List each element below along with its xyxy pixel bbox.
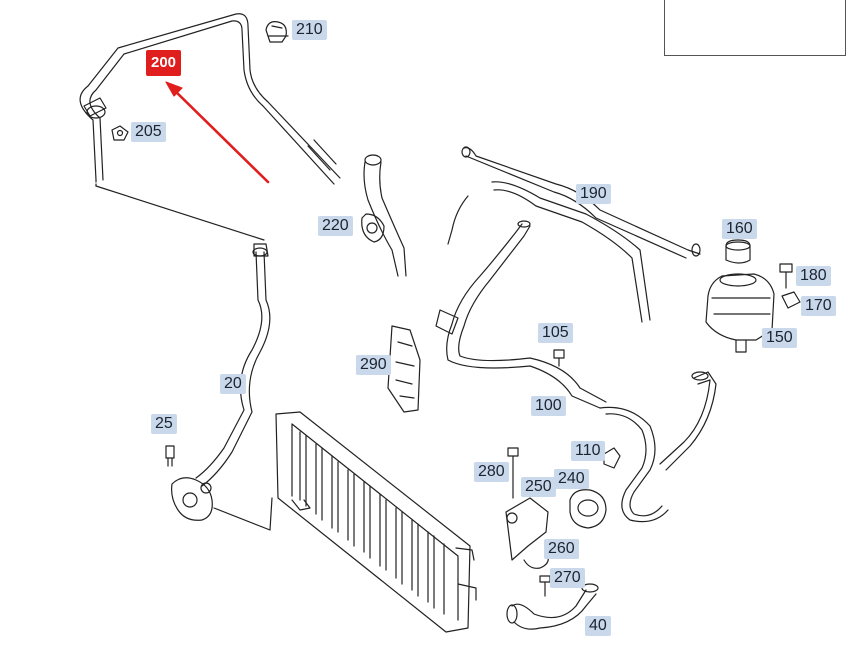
label-40[interactable]: 40 [585, 616, 611, 636]
label-190[interactable]: 190 [576, 184, 611, 204]
label-20[interactable]: 20 [220, 374, 246, 394]
bracket-290 [387, 325, 421, 413]
hose-20 [195, 243, 271, 487]
label-110[interactable]: 110 [571, 441, 605, 461]
bracket-250 [505, 497, 549, 561]
highlight-arrow [165, 81, 270, 184]
hose-100 [435, 220, 607, 409]
expansion-tank-150 [705, 273, 775, 353]
leader-line [95, 185, 265, 241]
label-210[interactable]: 210 [292, 20, 327, 40]
bolt-105 [553, 349, 565, 367]
clamp-260 [523, 555, 549, 569]
label-290[interactable]: 290 [356, 355, 391, 375]
label-105[interactable]: 105 [538, 323, 573, 343]
bolt-270 [539, 575, 551, 597]
clip-110 [603, 447, 621, 469]
label-200[interactable]: 200 [146, 50, 182, 76]
label-240[interactable]: 240 [554, 469, 589, 489]
hose-40 [506, 583, 599, 630]
bolt-280 [507, 447, 519, 499]
clip-205 [111, 125, 129, 141]
hose-220 [361, 154, 407, 277]
pipes-190 [447, 146, 701, 323]
hose-100-branch [599, 371, 717, 523]
thumbnail-frame [664, 0, 846, 56]
label-250[interactable]: 250 [521, 477, 556, 497]
label-25[interactable]: 25 [151, 414, 177, 434]
cap-160 [725, 239, 751, 264]
label-170[interactable]: 170 [801, 296, 836, 316]
label-160[interactable]: 160 [722, 219, 757, 239]
label-100[interactable]: 100 [531, 396, 566, 416]
label-270[interactable]: 270 [550, 568, 585, 588]
label-150[interactable]: 150 [762, 328, 797, 348]
housing-20 [171, 477, 213, 521]
label-280[interactable]: 280 [474, 462, 509, 482]
pump-240 [569, 489, 607, 529]
screw-180 [779, 263, 793, 289]
sensor-25 [165, 445, 175, 467]
label-220[interactable]: 220 [318, 216, 353, 236]
label-260[interactable]: 260 [544, 539, 579, 559]
radiator [275, 411, 477, 633]
hose-200 [79, 13, 341, 189]
leader-line [213, 497, 273, 531]
bracket-170 [781, 291, 801, 309]
label-205[interactable]: 205 [131, 122, 166, 142]
clamp-210 [265, 21, 289, 43]
label-180[interactable]: 180 [796, 266, 831, 286]
